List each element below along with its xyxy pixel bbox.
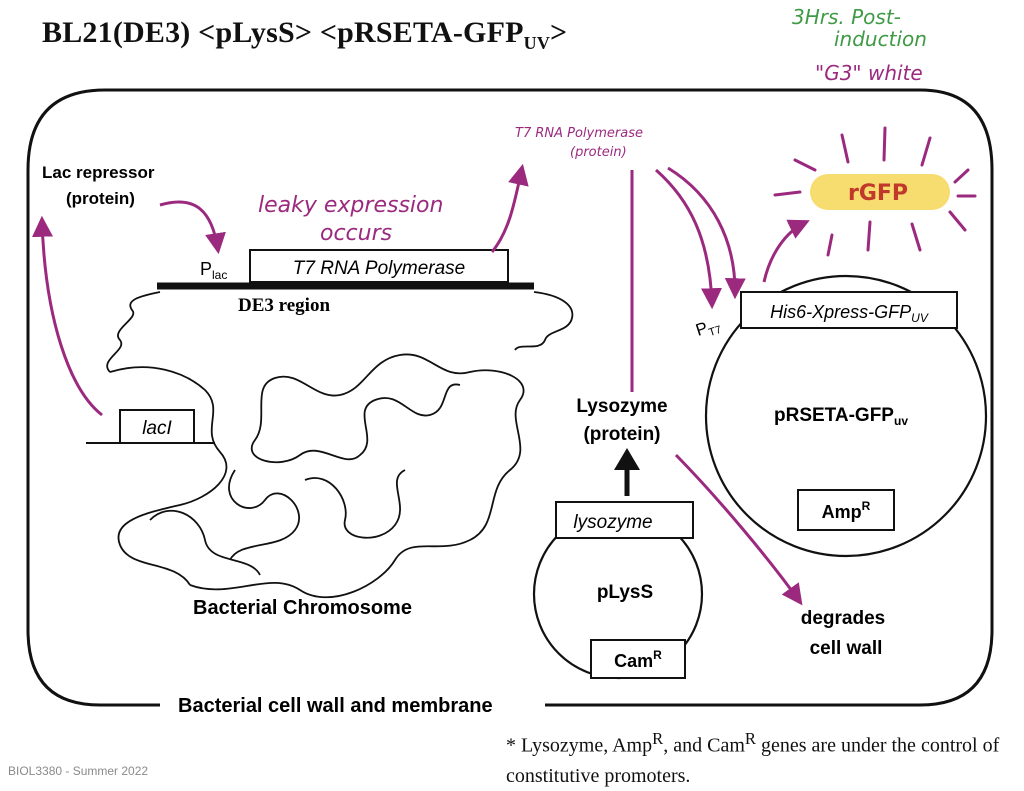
laci-gene-box [119, 409, 195, 444]
de3-region-label: DE3 region [238, 295, 330, 316]
leaky-expression-label: leaky expression [258, 193, 443, 218]
gfp-glow-rays [773, 126, 977, 257]
pt7-promoter-label: PT7 [693, 314, 723, 342]
handwritten-note: 3Hrs. Post- induction "G3" white [792, 5, 927, 85]
t7-protein-label: T7 RNA Polymerase [515, 126, 643, 141]
leaky-expression-label-2: occurs [320, 221, 392, 246]
lac-repressor-sublabel: (protein) [66, 189, 135, 208]
note-line-3: "G3" white [815, 61, 923, 85]
plyss-label: pLysS [597, 582, 653, 603]
cell-wall-label: Bacterial cell wall and membrane [178, 695, 493, 717]
arrow-t7-to-pt7-1 [655, 168, 722, 310]
arrow-laci-to-repressor [32, 215, 103, 417]
degrades-label: degrades [801, 608, 885, 629]
lac-repressor-label: Lac repressor [42, 163, 155, 182]
cam-gene-box [590, 639, 686, 679]
prseta-plasmid-circle [704, 274, 988, 558]
cam-gene-label: CamR [614, 648, 662, 671]
lysozyme-protein-label: Lysozyme [576, 396, 667, 417]
t7-gene-label: T7 RNA Polymerase [293, 258, 465, 279]
note-line-2: induction [834, 27, 927, 51]
prseta-label: pRSETA-GFPuv [774, 405, 908, 428]
t7-protein-sublabel: (protein) [570, 145, 627, 160]
arrow-t7-to-pt7-2 [667, 166, 746, 300]
lysozyme-gene-box [555, 501, 694, 539]
chromosome-squiggle [106, 291, 574, 599]
cell-outline [26, 88, 994, 707]
laci-gene-label: lacI [142, 418, 172, 439]
note-line-1: 3Hrs. Post- [792, 5, 901, 29]
t7-gene-box [249, 249, 509, 283]
arrow-lysozyme-to-degrades [674, 453, 803, 606]
chromosome-label: Bacterial Chromosome [193, 597, 412, 619]
plac-promoter-label: Plac [200, 259, 227, 282]
course-footer: BIOL3380 - Summer 2022 [8, 764, 149, 778]
gfp-product-label: rGFP [848, 181, 908, 206]
gfp-gene-box [740, 291, 958, 329]
arrow-repressor-to-plac [159, 200, 226, 255]
gfp-highlight [810, 174, 950, 210]
footnote: * Lysozyme, AmpR, and CamR genes are und… [506, 729, 1000, 787]
arrow-gfp-gene-to-product [762, 219, 810, 283]
arrow-t7-gene-to-protein [490, 163, 529, 253]
degrades-sublabel: cell wall [810, 638, 883, 659]
lysozyme-protein-sublabel: (protein) [583, 424, 660, 445]
gfp-gene-label: His6-Xpress-GFPUV [770, 302, 929, 325]
amp-gene-box [797, 489, 895, 531]
lysozyme-gene-label: lysozyme [573, 512, 652, 533]
slide-title: BL21(DE3) <pLysS> <pRSETA-GFPUV> [42, 16, 568, 53]
amp-gene-label: AmpR [822, 499, 871, 522]
arrow-lysozyme-up-head [614, 448, 640, 470]
